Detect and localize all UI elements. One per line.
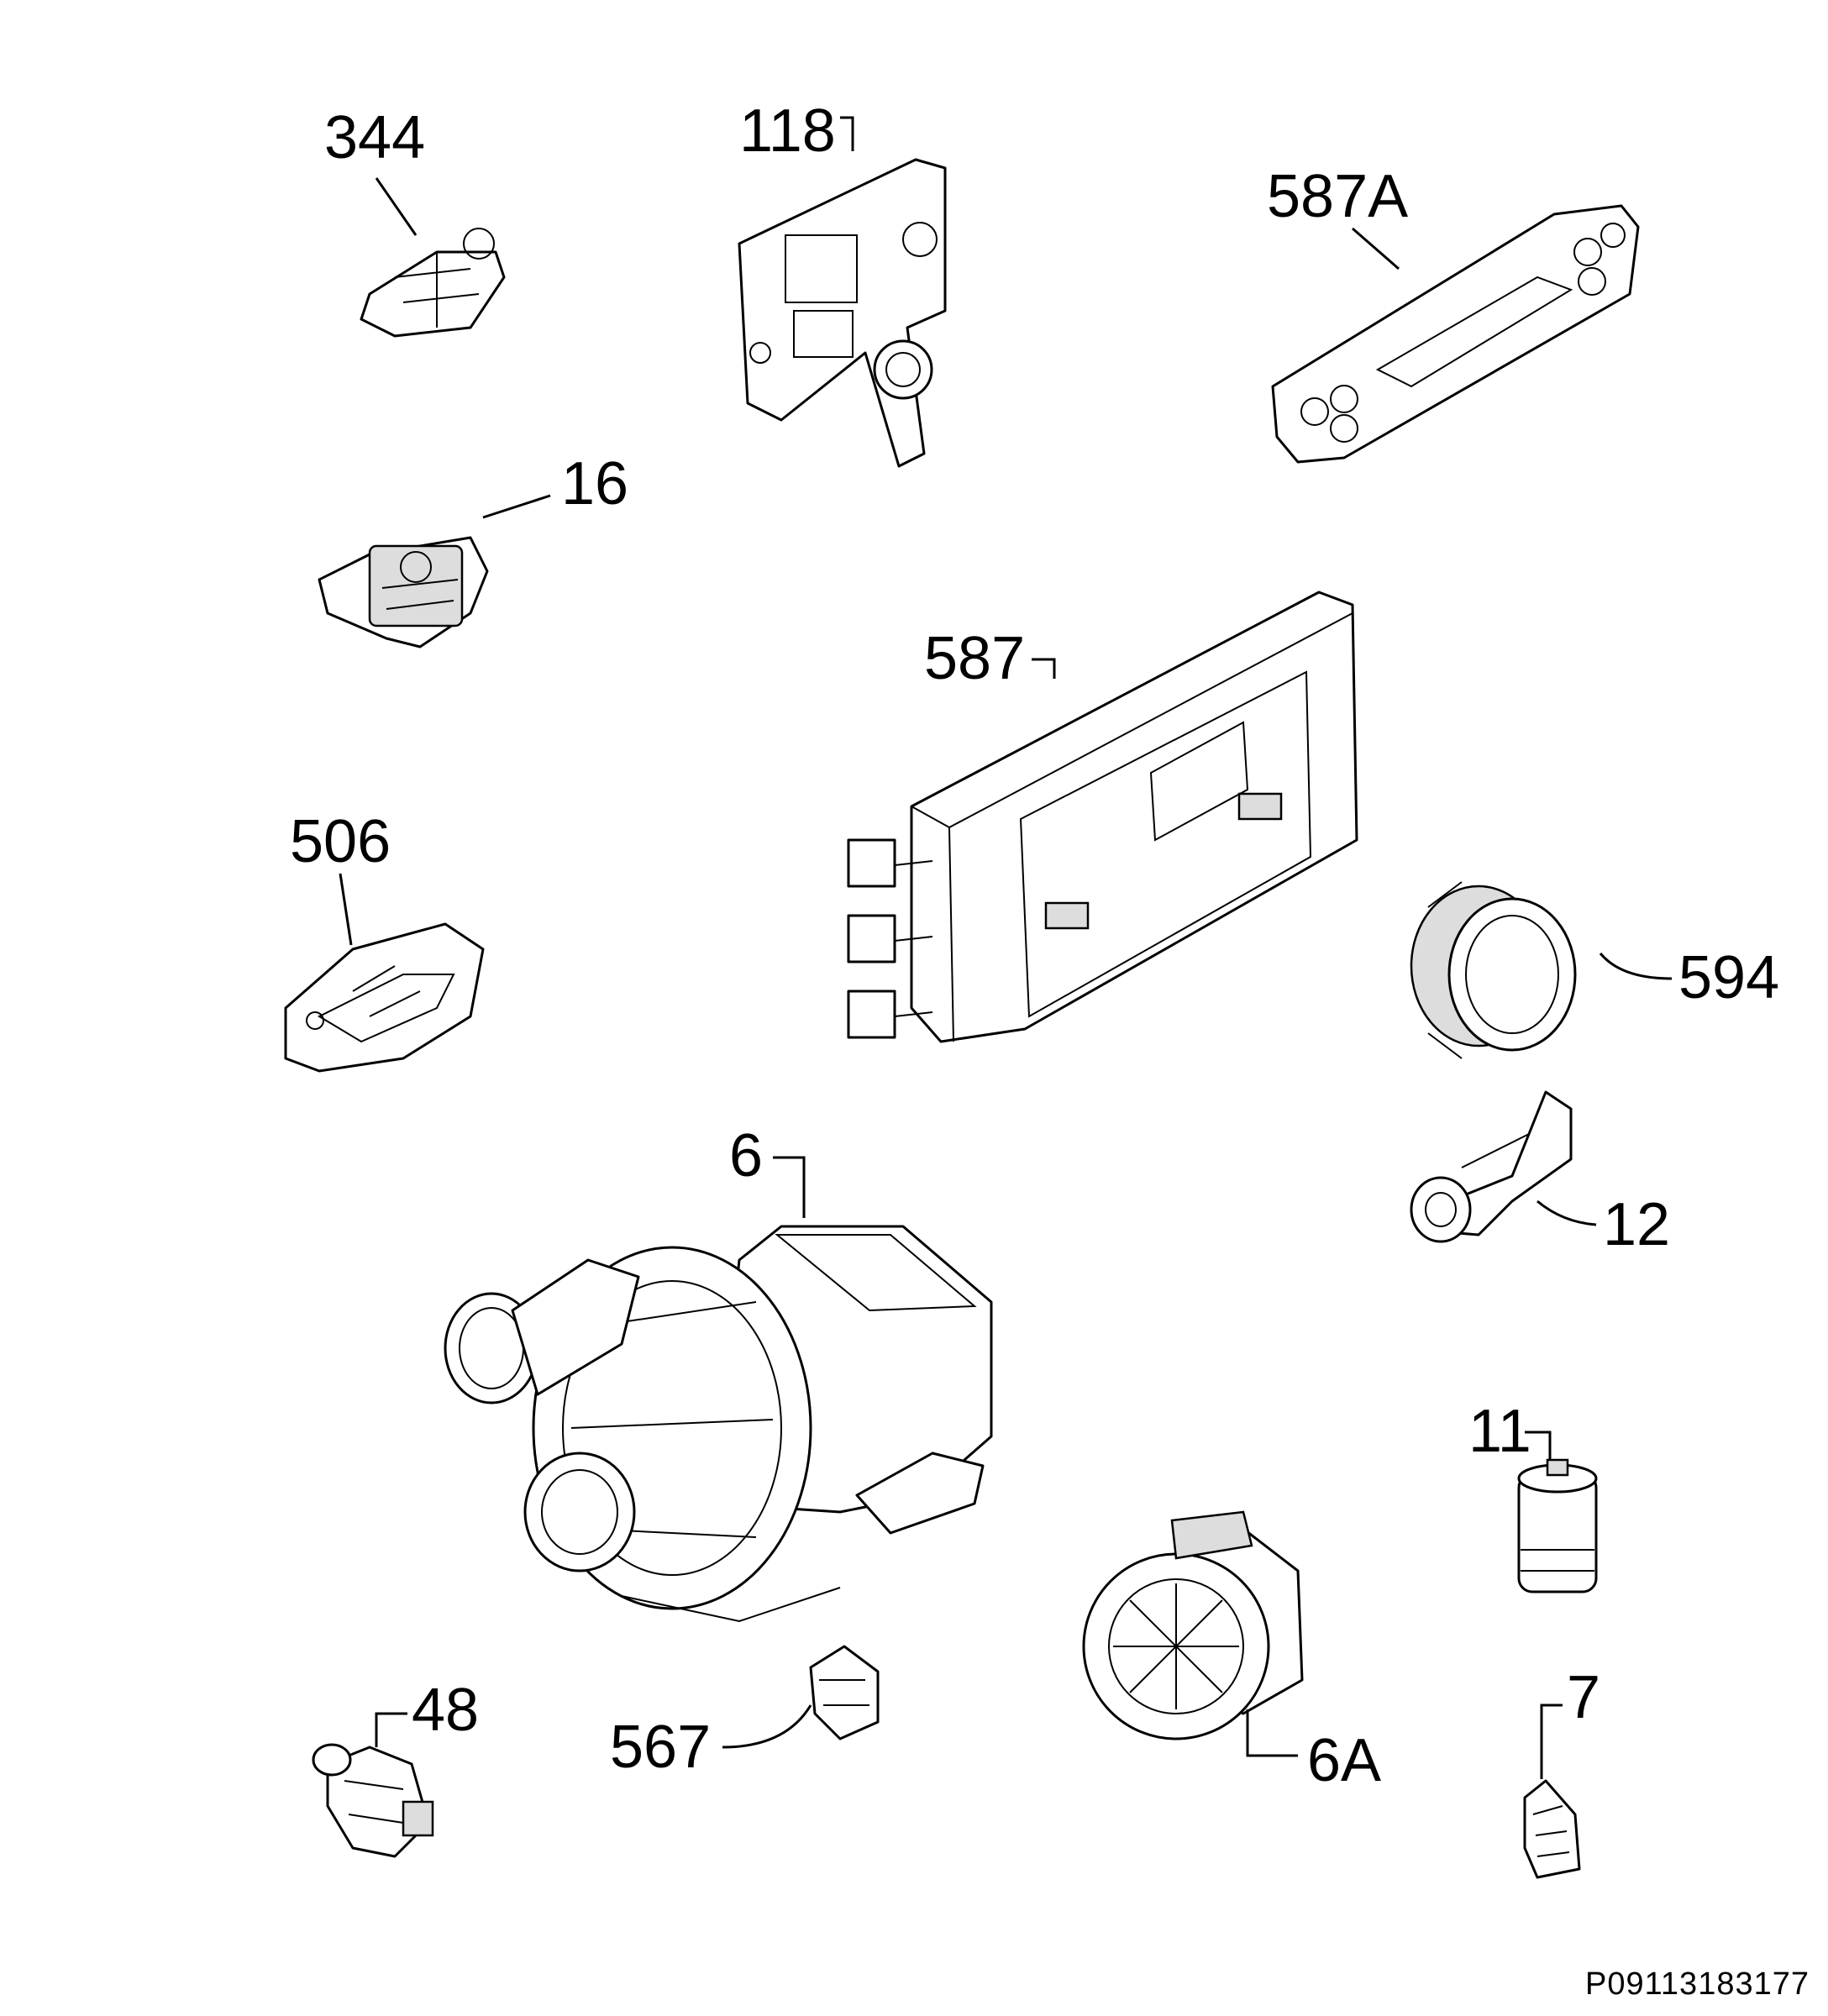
label-594: 594 [1678, 944, 1780, 1011]
label-11: 11 [1468, 1398, 1531, 1465]
part-587-drawing [847, 591, 1358, 1043]
part-594-drawing [1410, 881, 1673, 1059]
part-12-drawing [1410, 1090, 1597, 1243]
label-16: 16 [561, 450, 629, 517]
part-6-drawing [444, 1156, 993, 1623]
part-506-drawing [284, 873, 485, 1073]
label-6: 6 [729, 1122, 764, 1189]
part-11-drawing [1517, 1431, 1598, 1593]
part-16-drawing [318, 494, 551, 648]
part-587A-drawing [1271, 204, 1640, 464]
part-344-drawing [360, 177, 506, 338]
label-12: 12 [1603, 1191, 1671, 1258]
part-6A-drawing [1082, 1510, 1304, 1757]
label-506: 506 [290, 808, 391, 875]
part-48-drawing [312, 1712, 434, 1858]
part-567-drawing [722, 1645, 880, 1749]
label-7: 7 [1567, 1664, 1601, 1731]
reference-code: P09113183177 [1585, 1966, 1810, 2002]
label-48: 48 [412, 1677, 480, 1744]
part-7-drawing [1523, 1704, 1581, 1879]
label-6A: 6A [1307, 1727, 1382, 1794]
part-118-drawing [738, 116, 947, 468]
label-587A: 587A [1267, 163, 1409, 230]
label-567: 567 [610, 1714, 712, 1781]
label-587: 587 [924, 625, 1026, 692]
label-344: 344 [324, 104, 426, 171]
label-118: 118 [739, 97, 836, 165]
